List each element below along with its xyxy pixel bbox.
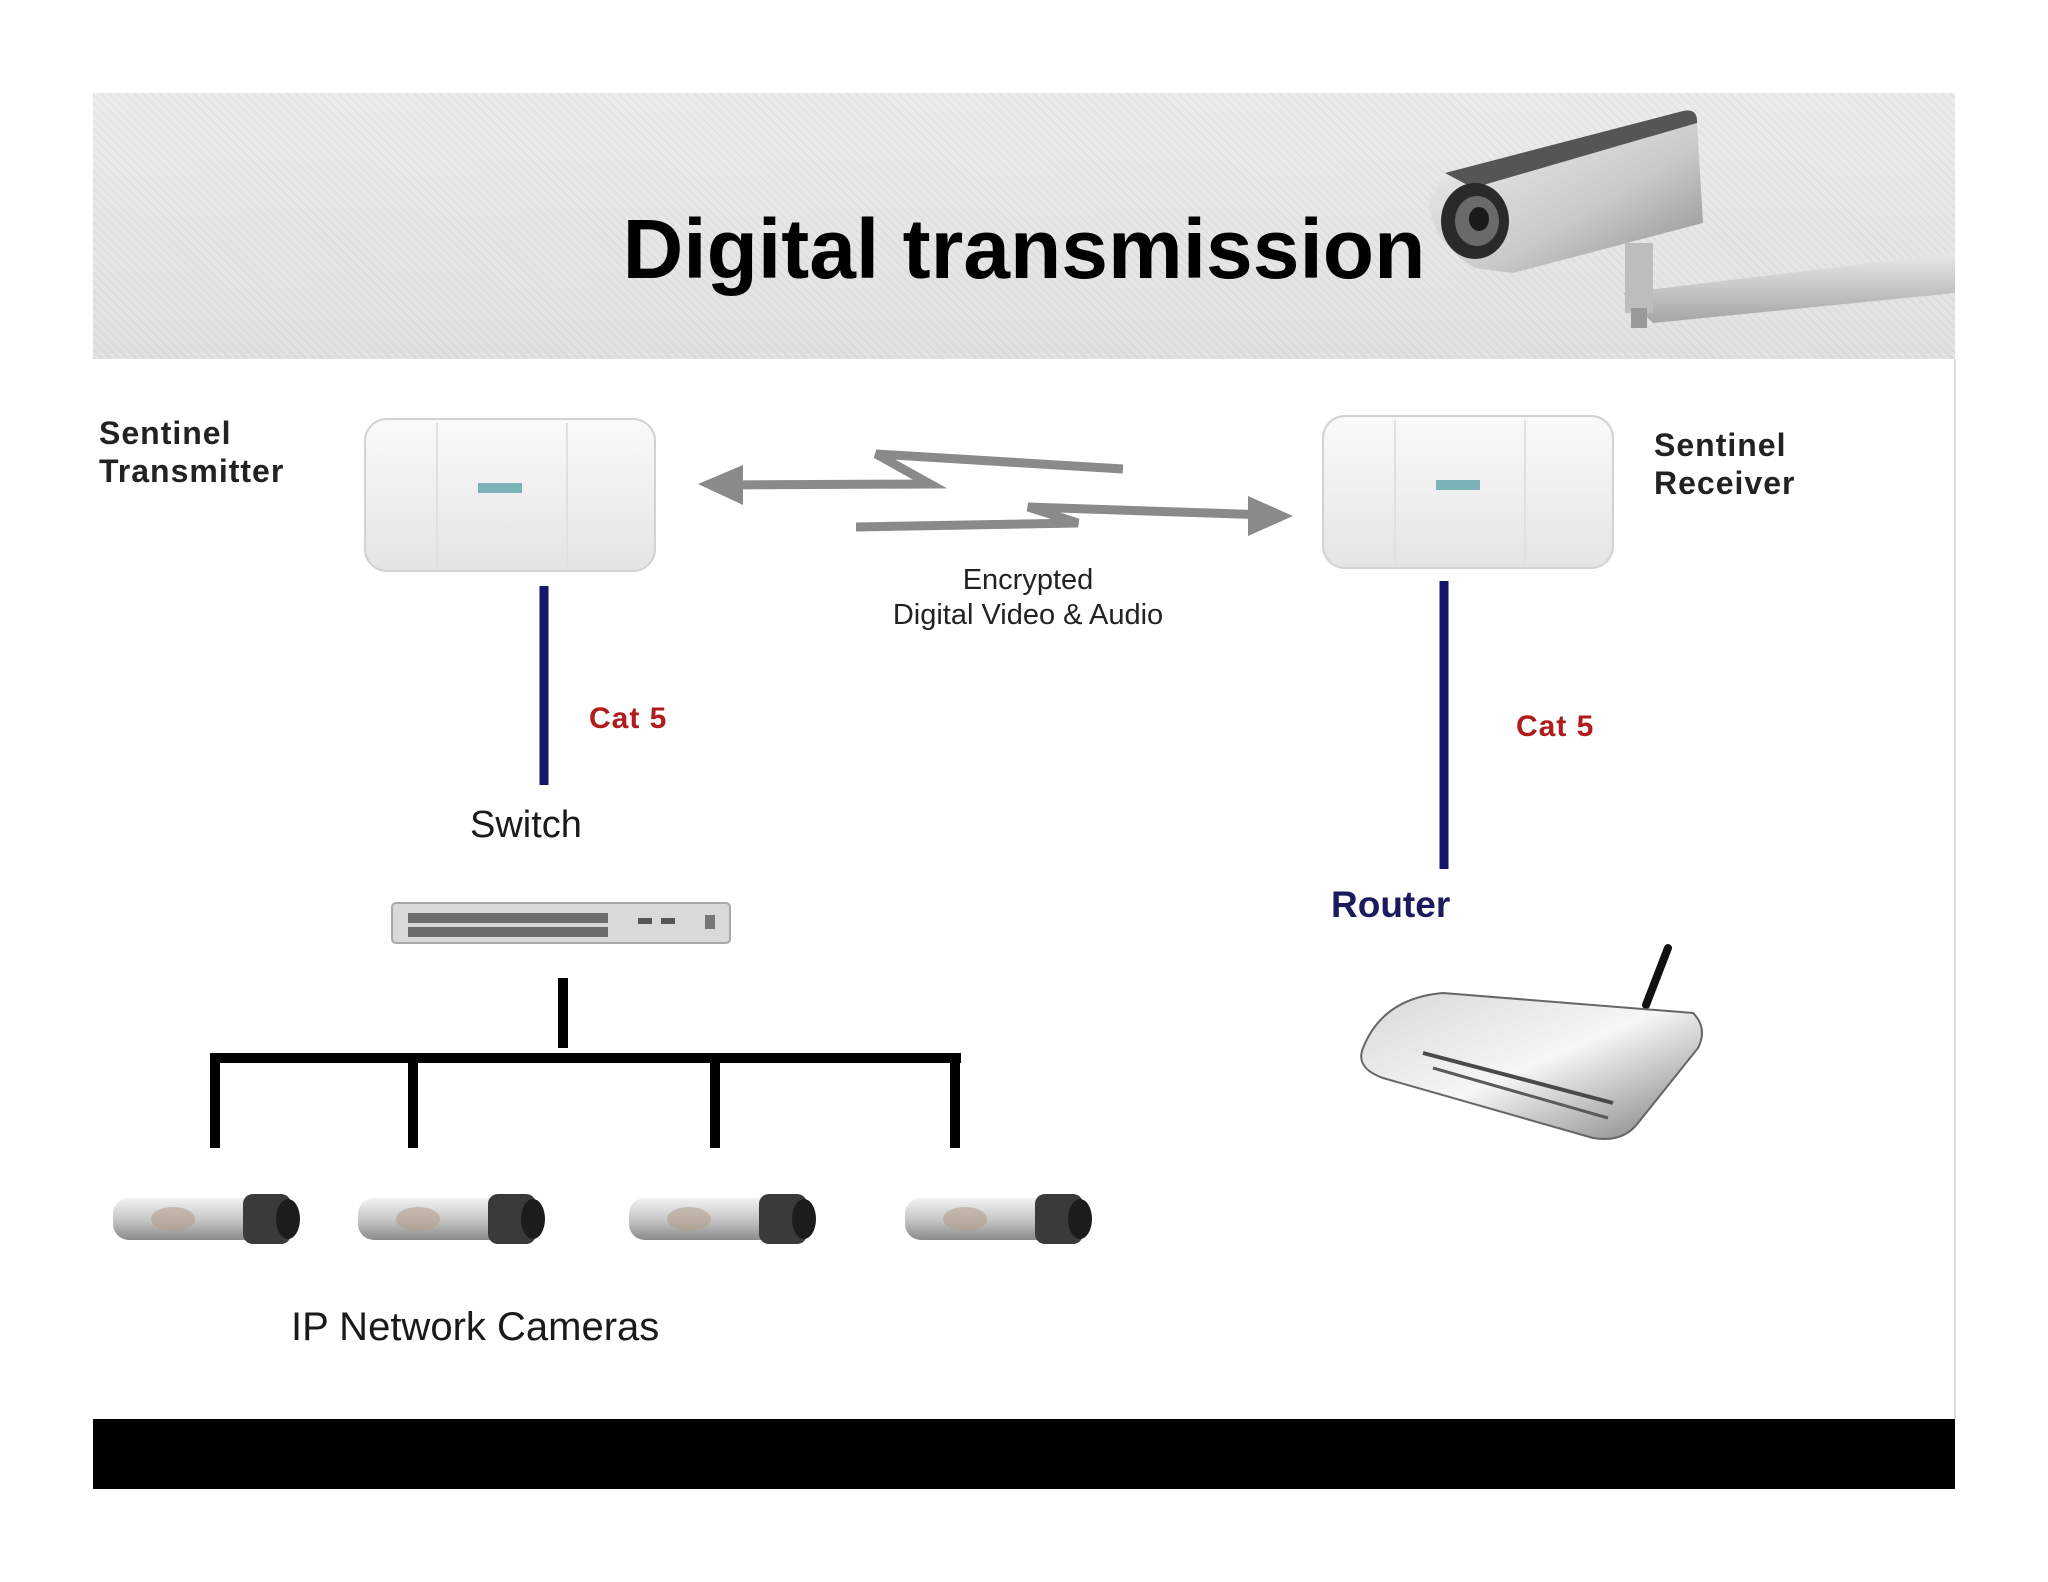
footer-bar xyxy=(93,1419,1955,1489)
cameras-label: IP Network Cameras xyxy=(291,1305,660,1349)
link-label: Encrypted Digital Video & Audio xyxy=(892,564,1164,631)
router-icon xyxy=(1360,944,1703,1140)
transmitter-radio-icon xyxy=(364,418,656,572)
network-switch-icon xyxy=(391,902,731,944)
cat5-label-left: Cat 5 xyxy=(589,702,668,735)
router-label: Router xyxy=(1331,884,1451,925)
header-band: Digital transmission xyxy=(93,93,1955,359)
ip-camera-icon xyxy=(358,1194,545,1244)
page-title: Digital transmission xyxy=(622,202,1426,296)
wireless-link-arrows xyxy=(712,449,1270,532)
arrow-right-head xyxy=(1248,496,1293,536)
ip-camera-icon xyxy=(905,1194,1092,1244)
cctv-camera-icon xyxy=(1428,110,1955,328)
slide: Digital transmission xyxy=(93,93,1956,1489)
arrow-left-head xyxy=(698,465,743,505)
transmitter-label: Sentinel Transmitter xyxy=(99,415,285,490)
ip-camera-icon xyxy=(113,1194,300,1244)
slide-edge xyxy=(1954,359,1956,1419)
camera-bus-lines xyxy=(210,978,961,1148)
receiver-label: Sentinel Receiver xyxy=(1654,427,1796,502)
receiver-radio-icon xyxy=(1322,415,1614,569)
ip-camera-icon xyxy=(629,1194,816,1244)
switch-label: Switch xyxy=(470,804,582,846)
cat5-label-right: Cat 5 xyxy=(1516,710,1595,743)
diagram-canvas xyxy=(113,415,1703,1244)
